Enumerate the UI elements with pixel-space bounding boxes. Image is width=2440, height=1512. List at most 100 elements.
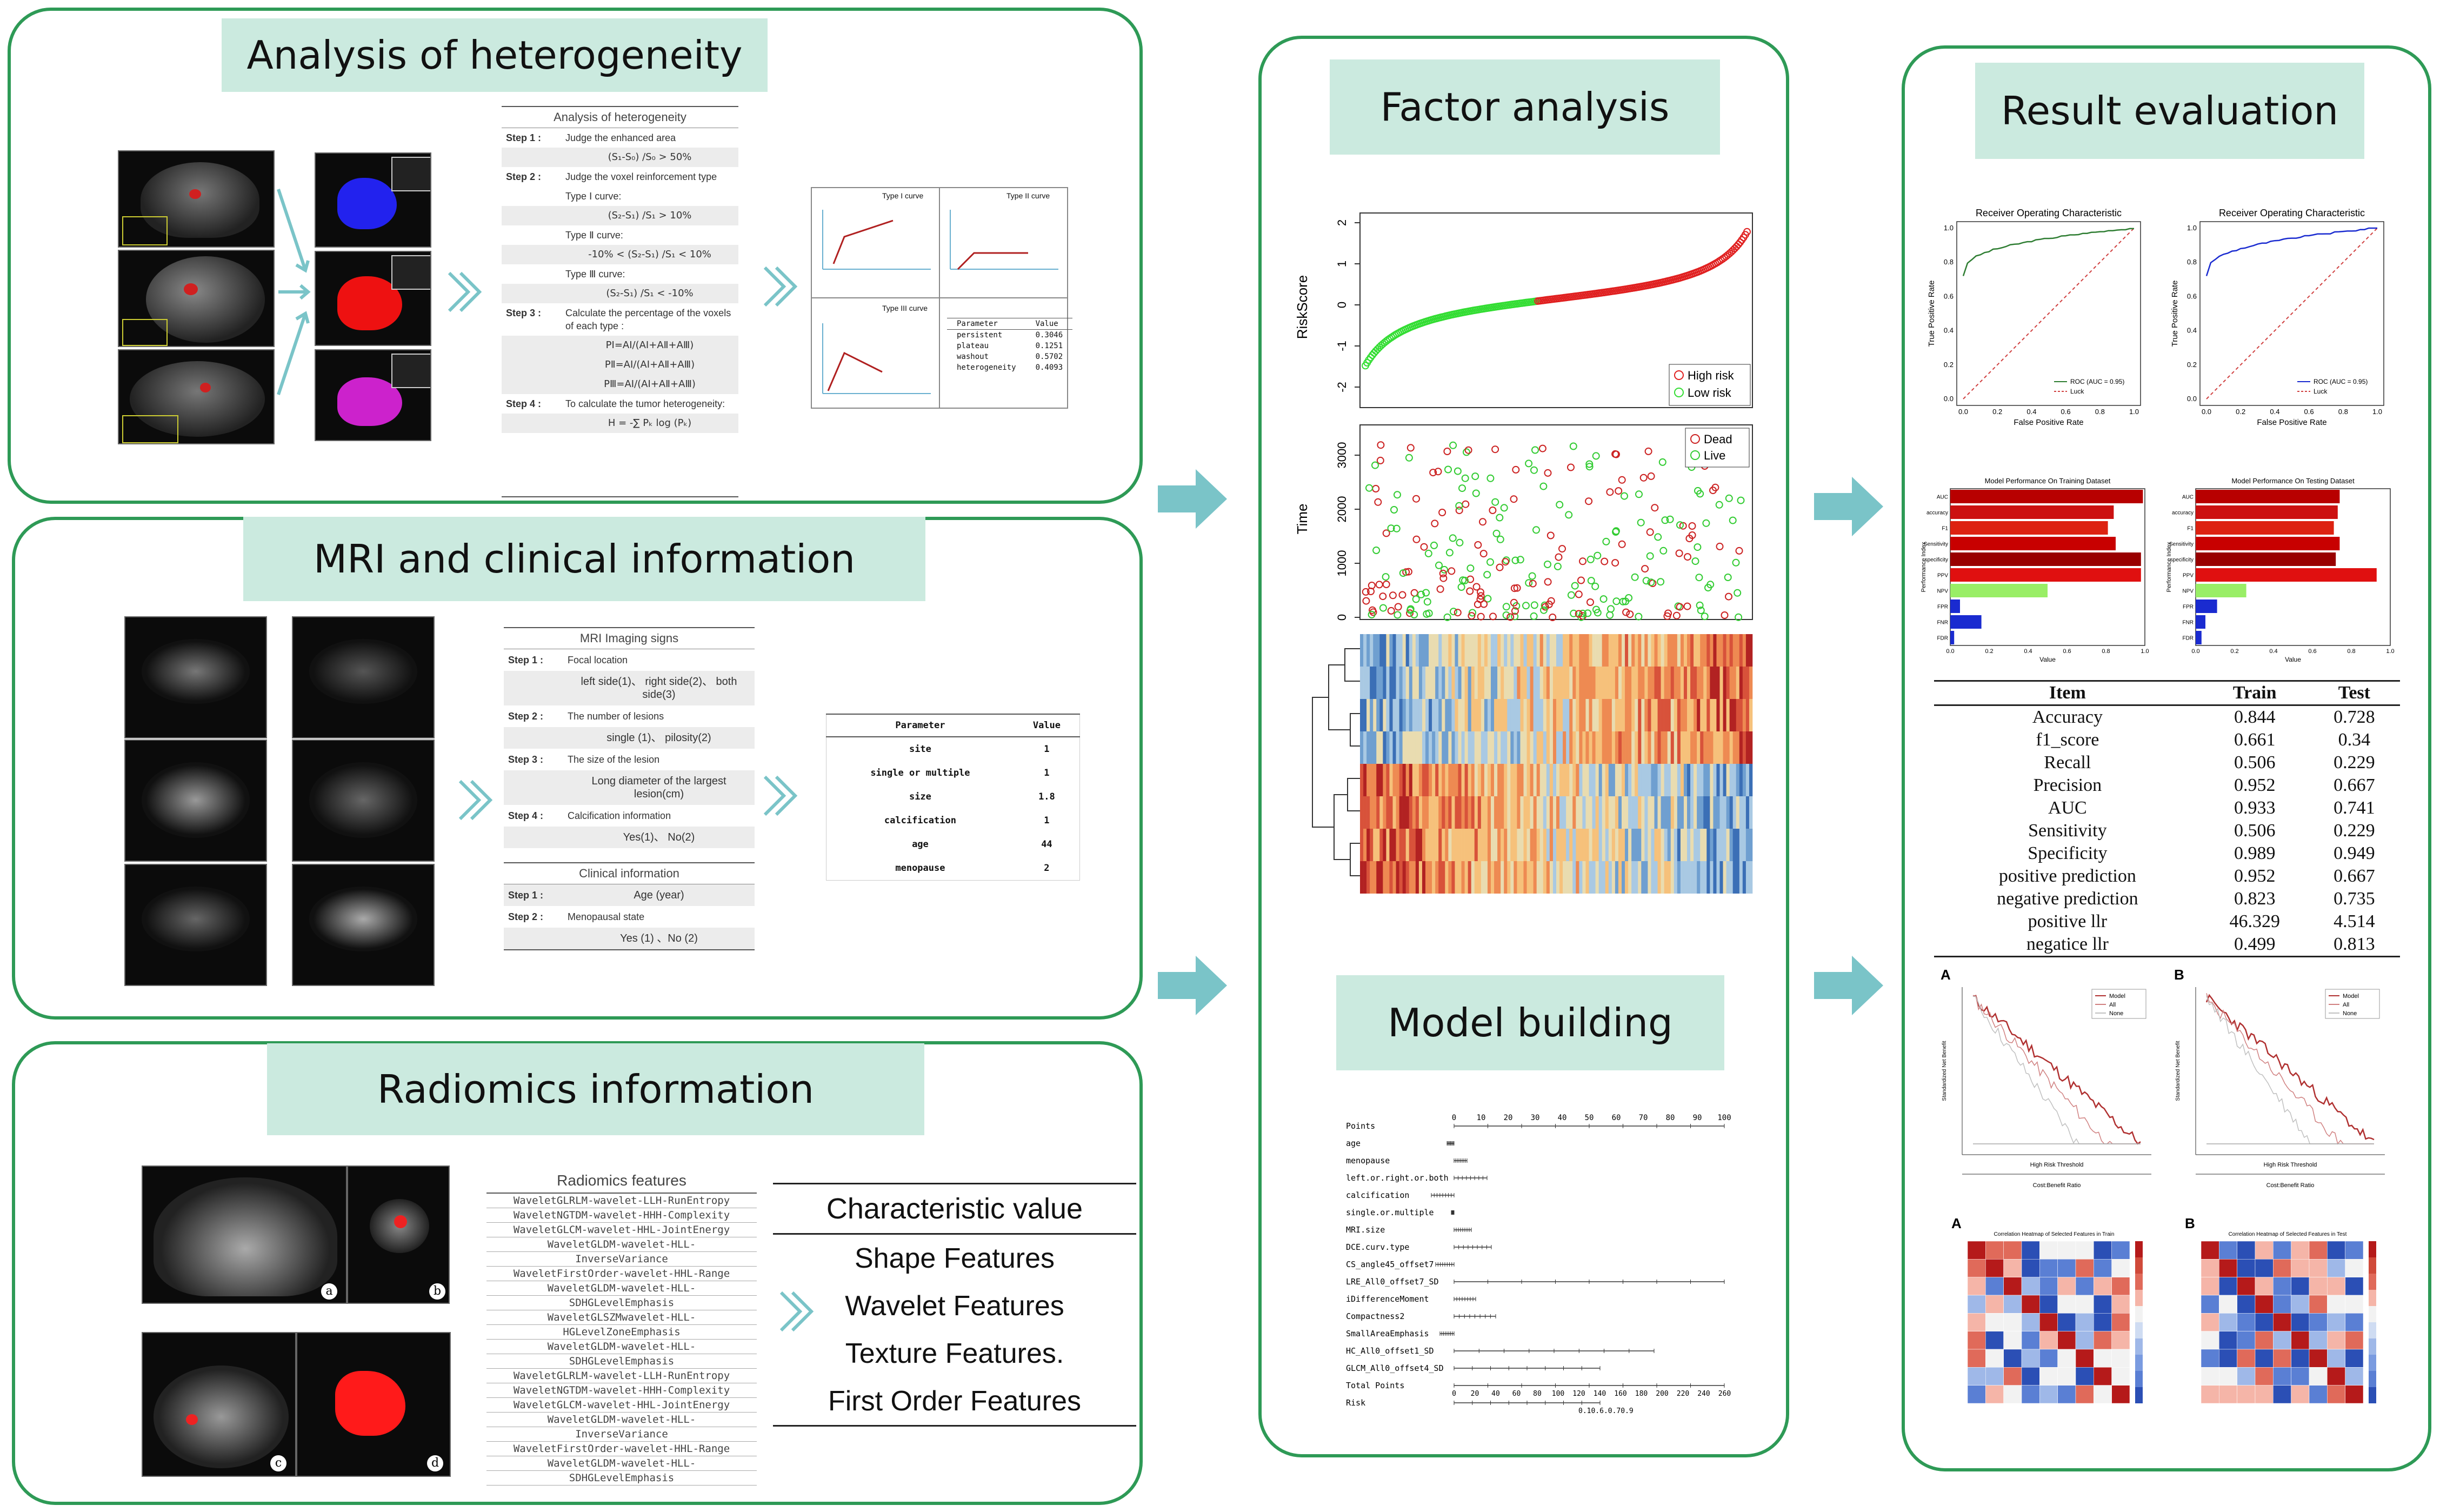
heatmap-cell [1429,699,1432,731]
heatmap-cell [1608,667,1612,699]
heatmap-cell [1670,829,1675,861]
heatmap-cell [1373,699,1377,731]
heatmap-cell [1481,731,1485,764]
time-point [1618,476,1626,484]
feature-item: WaveletNGTDM-wavelet-HHH-Complexity [486,1383,757,1398]
heatmap-cell [1598,796,1602,829]
heatmap-cell [1517,667,1521,699]
feature-item: WaveletNGTDM-wavelet-HHH-Complexity [486,1208,757,1223]
heatmap-cell [1687,764,1691,796]
perf-label: NPV [2182,589,2194,595]
heatmap-cell [1736,634,1740,667]
corr-cell [2255,1277,2274,1296]
perf-bar [2196,490,2340,503]
heatmap-cell [1618,796,1622,829]
heatmap-cell [1635,796,1638,829]
heatmap-cell [1514,829,1517,861]
points-tick: 0 [1452,1114,1456,1122]
heatmap-cell [1566,634,1570,667]
roc-curve [2205,227,2377,276]
heatmap-cell [1566,796,1570,829]
expression-heatmap [1312,634,1753,894]
feature-item: InverseVariance [486,1427,757,1442]
heatmap-cell [1611,634,1616,667]
perf-xlabel: Value [2285,656,2301,663]
heatmap-cell [1739,667,1743,699]
heatmap-cell [1517,796,1521,829]
time-point [1368,610,1376,618]
time-point [1592,605,1600,614]
heatmap-cell [1749,699,1753,731]
heatmap-cell [1592,764,1596,796]
corr-cell [2111,1367,2130,1386]
time-point [1724,574,1732,581]
time-point [1454,467,1462,475]
time-point [1606,611,1614,619]
dca-xlabel2: Cost:Benefit Ratio [2266,1182,2315,1189]
heatmap-cell [1497,796,1501,829]
heatmap-cell [1631,699,1635,731]
heatmap-cell [1559,764,1563,796]
heatmap-cell [1455,634,1458,667]
corr-cell [2309,1295,2328,1314]
heatmap-cell [1445,699,1449,731]
heatmap-cell [1726,667,1730,699]
col-train: Train [2232,683,2277,703]
heatmap-cell [1579,796,1583,829]
heatmap-cell [1732,796,1737,829]
step-label: Step 2 : [508,911,544,922]
heatmap-cell [1474,764,1478,796]
heatmap-cell [1448,764,1452,796]
heatmap-cell [1442,731,1445,764]
heatmap-cell [1710,667,1714,699]
heatmap-cell [1438,764,1442,796]
corr-cell [2327,1331,2345,1350]
time-point [1362,588,1370,596]
roc-xtick: 0.2 [2236,408,2245,416]
time-point [1549,614,1557,621]
time-point [1599,595,1608,603]
heatmap-cell [1504,667,1508,699]
heatmap-cell [1641,861,1645,894]
heatmap-cell [1523,699,1527,731]
heatmap-cell [1618,667,1622,699]
heatmap-cell [1383,731,1386,764]
heatmap-cell [1504,861,1508,894]
time-point [1565,511,1573,519]
time-point [1591,582,1599,590]
heatmap-cell [1399,861,1403,894]
heatmap-cell [1504,634,1508,667]
corr-cell [2075,1349,2094,1368]
dca-legend-item: Model [2109,993,2125,1000]
total-points-tick: 160 [1614,1390,1626,1398]
heatmap-cell [1402,764,1406,796]
heatmap-cell [1536,829,1541,861]
time-point [1696,601,1704,609]
step-label [506,229,565,242]
corr-cell [2345,1313,2364,1331]
heatmap-cell [1644,861,1648,894]
time-point [1555,553,1563,561]
heterogeneity-steps-table: Analysis of heterogeneity Step 1 :Judge … [502,106,738,497]
step-text: Age (year) [634,889,684,901]
heatmap-cell [1504,731,1508,764]
time-point [1554,562,1562,570]
time-point [1462,500,1470,508]
heatmap-cell [1683,634,1688,667]
heatmap-cell [1608,764,1612,796]
het-step-row: Step 4 :To calculate the tumor heterogen… [502,394,738,414]
mri-thumb-1 [118,150,275,248]
time-point [1556,501,1564,509]
total-points-tick: 60 [1512,1390,1521,1398]
het-step-row: H = -∑ Pₖ log (Pₖ) [502,414,738,433]
heatmap-cell [1510,796,1514,829]
heatmap-cell [1595,731,1599,764]
heatmap-cell [1484,667,1488,699]
time-point [1449,441,1457,449]
time-point [1412,595,1420,603]
heatmap-cell [1742,667,1746,699]
step-text: Calculate the percentage of the voxels o… [565,308,731,331]
perf-bar [2196,568,2377,582]
